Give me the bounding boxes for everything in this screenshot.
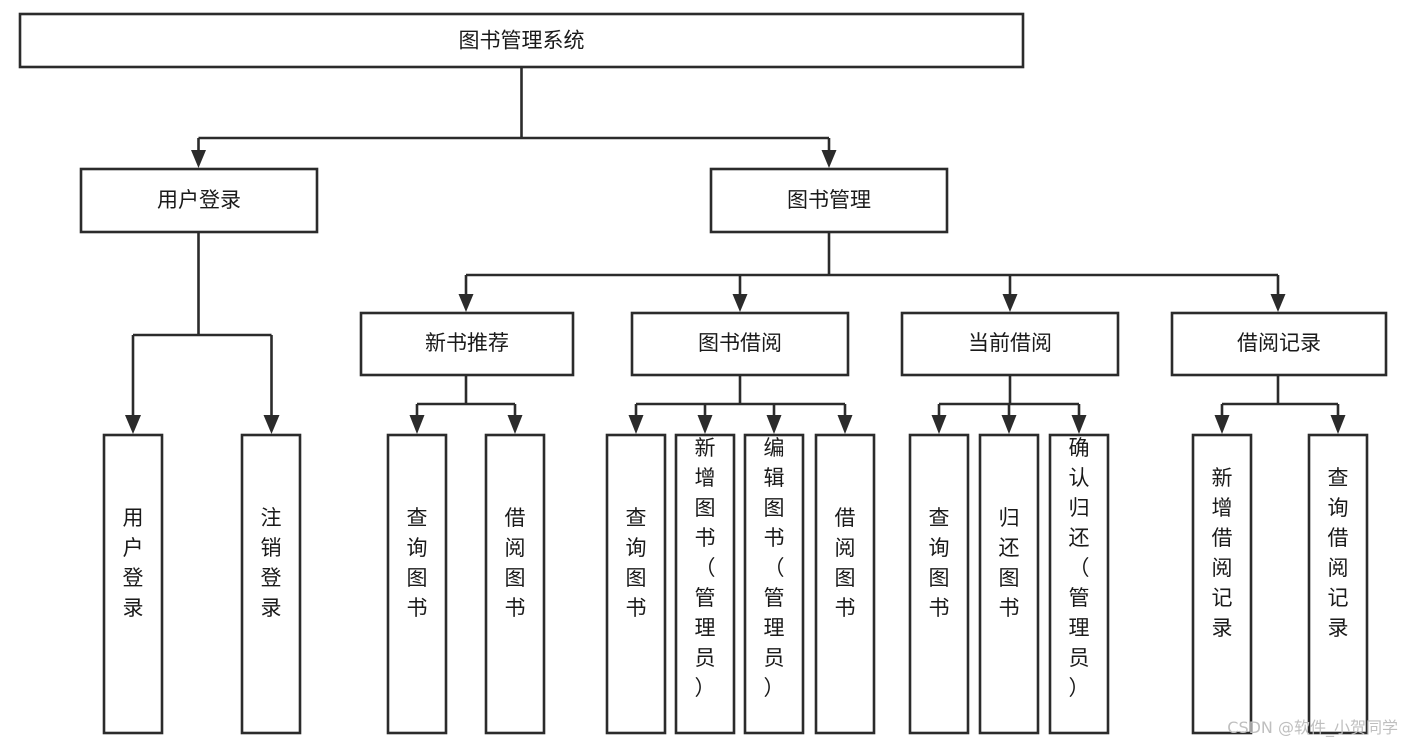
leaf-cb-2-label: 确认归还（管理员）: [1069, 436, 1090, 700]
leaf-user-login-1-label: 注销登录: [261, 506, 282, 620]
leaf-current-borrow-0[interactable]: 查询图书: [908, 433, 970, 735]
leaf-user-login-1[interactable]: 注销登录: [240, 433, 302, 735]
arrow-head-book-borrow: [732, 294, 748, 312]
connector-group-book-manage: [458, 232, 1286, 312]
arrow-head-leaf-cb-1: [1001, 415, 1017, 434]
connector-group-book-borrow: [628, 375, 853, 434]
arrow-head-new-book-recommend: [458, 294, 474, 312]
arrow-head-leaf-bb-1: [697, 415, 713, 434]
leaf-cb-1-box[interactable]: [978, 433, 1040, 735]
leaf-bb-0-box[interactable]: [605, 433, 667, 735]
leaf-bb-3-box[interactable]: [814, 433, 876, 735]
leaf-user-login-0[interactable]: 用户登录: [102, 433, 164, 735]
node-root-box[interactable]: [18, 12, 1025, 69]
leaf-user-login-1-box[interactable]: [240, 433, 302, 735]
leaf-nbr-1-box[interactable]: [484, 433, 546, 735]
leaf-book-borrow-1[interactable]: 新增图书（管理员）: [674, 433, 736, 735]
leaf-bb-0-label: 查询图书: [626, 506, 647, 620]
leaf-nbr-0-box[interactable]: [386, 433, 448, 735]
leaf-cb-0-box[interactable]: [908, 433, 970, 735]
leaf-br-0-box[interactable]: [1191, 433, 1253, 735]
leaf-book-borrow-3[interactable]: 借阅图书: [814, 433, 876, 735]
connector-group-root: [191, 67, 837, 168]
leaf-book-borrow-0[interactable]: 查询图书: [605, 433, 667, 735]
node-user-login-label: 用户登录: [157, 188, 241, 212]
leaf-nbr-0-label: 查询图书: [407, 506, 428, 620]
arrow-head-leaf-bb-0: [628, 415, 644, 434]
connector-group-new-book-recommend: [409, 375, 523, 434]
node-current-borrow-box[interactable]: [900, 311, 1120, 377]
arrow-head-borrow-record: [1270, 294, 1286, 312]
leaf-br-0-label: 新增借阅记录: [1212, 466, 1233, 640]
arrow-head-current-borrow: [1002, 294, 1018, 312]
arrow-head-leaf-br-0: [1214, 415, 1230, 434]
arrow-head-user-login: [191, 150, 206, 168]
leaf-cb-1-label: 归还图书: [999, 506, 1020, 620]
connector-group-borrow-record: [1214, 375, 1346, 434]
leaf-borrow-record-0[interactable]: 新增借阅记录: [1191, 433, 1253, 735]
node-user-login[interactable]: 用户登录: [79, 167, 319, 234]
connector-group-user-login: [125, 232, 280, 434]
node-current-borrow-label: 当前借阅: [968, 331, 1052, 355]
arrow-head-leaf-br-1: [1330, 415, 1346, 434]
node-current-borrow[interactable]: 当前借阅: [900, 311, 1120, 377]
node-user-login-box[interactable]: [79, 167, 319, 234]
node-root-label: 图书管理系统: [459, 29, 585, 53]
node-book-borrow-label: 图书借阅: [698, 331, 782, 355]
node-new-book-recommend-box[interactable]: [359, 311, 575, 377]
leaf-current-borrow-2[interactable]: 确认归还（管理员）: [1048, 433, 1110, 735]
arrow-head-leaf-nbr-1: [507, 415, 523, 434]
node-root[interactable]: 图书管理系统: [18, 12, 1025, 69]
leaf-bb-1-label: 新增图书（管理员）: [695, 436, 716, 700]
arrow-head-leaf-user-login-0: [125, 415, 141, 434]
arrow-head-leaf-cb-0: [931, 415, 947, 434]
node-new-book-recommend[interactable]: 新书推荐: [359, 311, 575, 377]
node-book-manage[interactable]: 图书管理: [709, 167, 949, 234]
arrow-head-leaf-user-login-1: [263, 415, 280, 434]
arrow-head-leaf-cb-2: [1071, 415, 1087, 434]
node-book-borrow-box[interactable]: [630, 311, 850, 377]
leaf-bb-3-label: 借阅图书: [835, 506, 856, 620]
arrow-head-book-manage: [821, 150, 837, 168]
node-book-borrow[interactable]: 图书借阅: [630, 311, 850, 377]
leaf-bb-2-box[interactable]: [743, 433, 805, 735]
leaf-book-borrow-2[interactable]: 编辑图书（管理员）: [743, 433, 805, 735]
leaf-borrow-record-1[interactable]: 查询借阅记录: [1307, 433, 1369, 735]
leaf-br-1-label: 查询借阅记录: [1328, 466, 1349, 640]
leaf-user-login-0-label: 用户登录: [123, 506, 144, 620]
node-borrow-record-box[interactable]: [1170, 311, 1388, 377]
leaf-nbr-1-label: 借阅图书: [505, 506, 526, 620]
leaf-cb-2-box[interactable]: [1048, 433, 1110, 735]
leaf-new-book-recommend-1[interactable]: 借阅图书: [484, 433, 546, 735]
leaf-br-1-box[interactable]: [1307, 433, 1369, 735]
leaf-current-borrow-1[interactable]: 归还图书: [978, 433, 1040, 735]
arrow-head-leaf-nbr-0: [409, 415, 425, 434]
leaf-user-login-0-box[interactable]: [102, 433, 164, 735]
leaf-new-book-recommend-0[interactable]: 查询图书: [386, 433, 448, 735]
csdn-watermark: CSDN @软件_小贺同学: [1227, 718, 1398, 738]
leaf-bb-1-box[interactable]: [674, 433, 736, 735]
node-borrow-record[interactable]: 借阅记录: [1170, 311, 1388, 377]
leaf-cb-0-label: 查询图书: [929, 506, 950, 620]
node-book-manage-box[interactable]: [709, 167, 949, 234]
arrow-head-leaf-bb-3: [837, 415, 853, 434]
connector-group-current-borrow: [931, 375, 1087, 434]
node-borrow-record-label: 借阅记录: [1237, 331, 1321, 355]
leaf-bb-2-label: 编辑图书（管理员）: [764, 436, 785, 700]
node-book-manage-label: 图书管理: [787, 188, 871, 212]
arrow-head-leaf-bb-2: [766, 415, 782, 434]
node-new-book-recommend-label: 新书推荐: [425, 331, 509, 355]
